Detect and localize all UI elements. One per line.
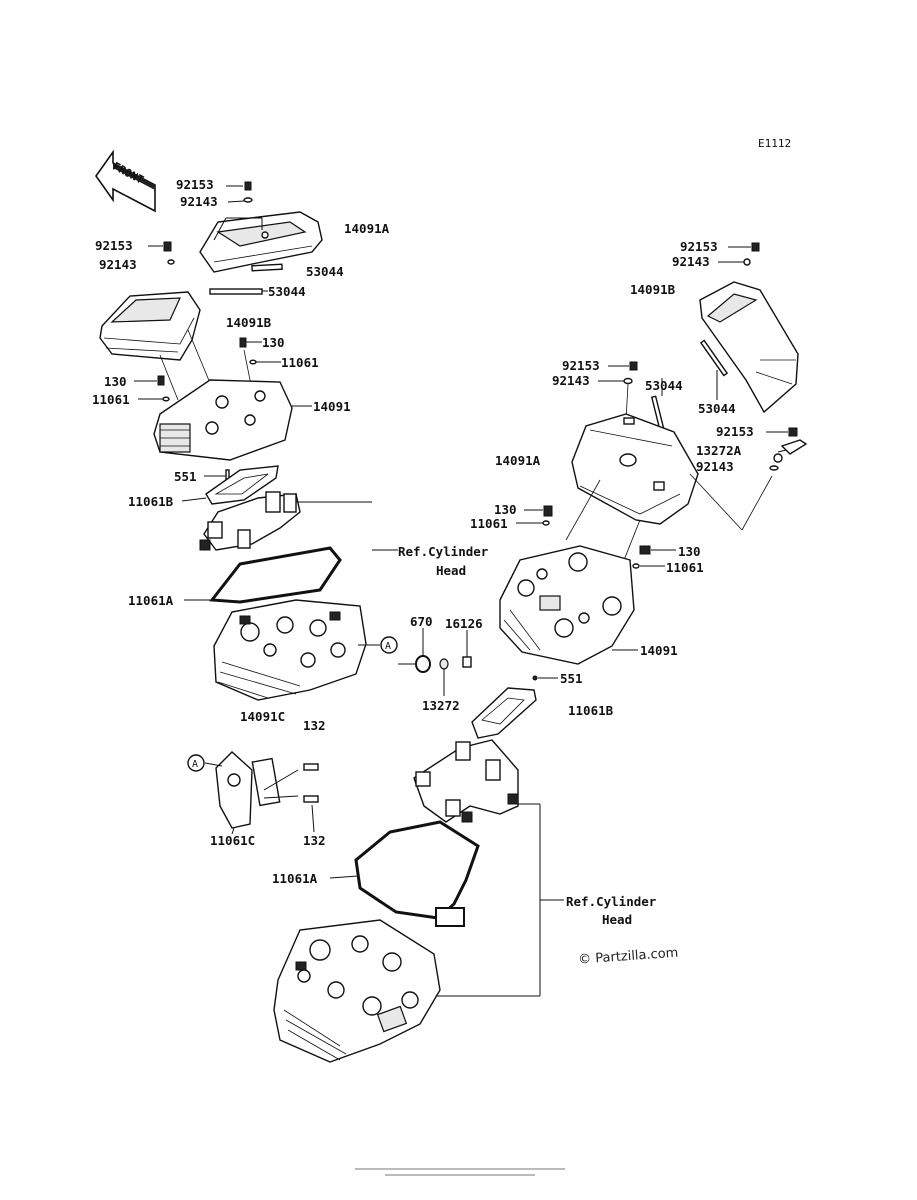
watermark: © Partzilla.com	[578, 946, 679, 968]
label-92143-b: 92143	[99, 257, 137, 272]
bolt-92153-a-icon	[243, 181, 253, 203]
gasket-11061A-b	[354, 820, 480, 920]
label-551-a: 551	[174, 469, 197, 484]
washer-13272-icon	[439, 658, 449, 670]
bolt-132-a-icon	[303, 763, 319, 771]
callout-a-marker-1	[380, 636, 398, 654]
label-53044-c: 53044	[645, 378, 683, 393]
callout-a-label-2: A	[192, 759, 198, 770]
front-arrow-icon: FRONT	[95, 149, 156, 213]
label-132-b: 132	[303, 833, 326, 848]
bolt-132-b-icon	[303, 795, 319, 803]
label-11061A-b: 11061A	[272, 871, 318, 886]
label-11061A-a: 11061A	[128, 593, 174, 608]
label-14091B-a: 14091B	[226, 315, 272, 330]
footer-fine-print-2	[385, 1174, 535, 1176]
label-ref-cylinder-a: Ref.Cylinder	[398, 544, 489, 559]
bolt-92153-b-icon	[163, 241, 172, 252]
pin-53044-b-icon	[209, 288, 263, 295]
cover-14091A-a	[199, 211, 323, 273]
bolt-130-c-icon	[543, 505, 553, 517]
diagram-code: E1112	[758, 137, 791, 150]
pin-53044-d-icon	[699, 339, 729, 377]
label-11061-c: 11061	[470, 516, 508, 531]
label-14091C: 14091C	[240, 709, 285, 724]
label-130-a: 130	[262, 335, 285, 350]
label-11061B-a: 11061B	[128, 494, 174, 509]
label-92153-d: 92153	[562, 358, 600, 373]
label-ref-cylinder-b: Ref.Cylinder	[566, 894, 657, 909]
cover-14091-a	[153, 379, 293, 461]
label-132-a: 132	[303, 718, 326, 733]
label-92143-a: 92143	[180, 194, 218, 209]
label-92153-b: 92153	[95, 238, 133, 253]
label-11061-d: 11061	[666, 560, 704, 575]
breather-fitting-13272A	[769, 427, 808, 471]
label-92153-a: 92153	[176, 177, 214, 192]
label-14091B-b: 14091B	[630, 282, 676, 297]
label-11061-a: 11061	[281, 355, 319, 370]
plug-16126-icon	[462, 656, 472, 668]
oring-670-icon	[415, 655, 431, 673]
label-130-b: 130	[104, 374, 127, 389]
label-14091A-a: 14091A	[344, 221, 390, 236]
label-53044-a: 53044	[306, 264, 344, 279]
cylinder-head-b	[273, 919, 441, 1063]
label-53044-b: 53044	[268, 284, 306, 299]
gasket-11061B-b	[471, 687, 537, 739]
label-130-c: 130	[494, 502, 517, 517]
cover-14091-b	[499, 545, 635, 665]
bolt-92153-c-icon	[751, 242, 760, 252]
label-16126: 16126	[445, 616, 483, 631]
label-ref-head-a: Head	[436, 563, 466, 578]
gasket-tab-icon	[435, 907, 465, 927]
breather-assembly-a	[199, 491, 301, 551]
label-551-b: 551	[560, 671, 583, 686]
label-14091A-b: 14091A	[495, 453, 541, 468]
label-92143-d: 92143	[552, 373, 590, 388]
label-92143-c: 92143	[672, 254, 710, 269]
label-ref-head-b: Head	[602, 912, 632, 927]
label-92153-e: 92153	[716, 424, 754, 439]
bolt-92153-d-icon	[629, 361, 638, 371]
bolt-130-a-icon	[239, 337, 247, 348]
label-14091-a: 14091	[313, 399, 351, 414]
cover-14091C	[215, 751, 281, 829]
label-92143-e: 92143	[696, 459, 734, 474]
label-670: 670	[410, 614, 433, 629]
label-13272A: 13272A	[696, 443, 742, 458]
label-11061B-b: 11061B	[568, 703, 614, 718]
label-130-d: 130	[678, 544, 701, 559]
footer-fine-print	[355, 1168, 565, 1170]
cover-14091A-b	[571, 413, 699, 525]
cover-14091B-b	[699, 281, 799, 414]
label-53044-d: 53044	[698, 401, 736, 416]
pin-53044-a-icon	[251, 263, 283, 272]
callout-a-marker-2	[187, 754, 205, 772]
label-11061-b: 11061	[92, 392, 130, 407]
callout-a-label-1: A	[385, 641, 391, 652]
label-92153-c: 92153	[680, 239, 718, 254]
label-13272: 13272	[422, 698, 460, 713]
bolt-130-d-icon	[639, 545, 651, 555]
label-14091-b: 14091	[640, 643, 678, 658]
gasket-11061A-a	[209, 546, 342, 604]
cover-14091B-a	[99, 291, 201, 361]
bolt-130-b-icon	[157, 375, 165, 386]
cylinder-head-a	[213, 599, 367, 701]
label-11061C: 11061C	[210, 833, 255, 848]
breather-assembly-b	[413, 739, 519, 823]
